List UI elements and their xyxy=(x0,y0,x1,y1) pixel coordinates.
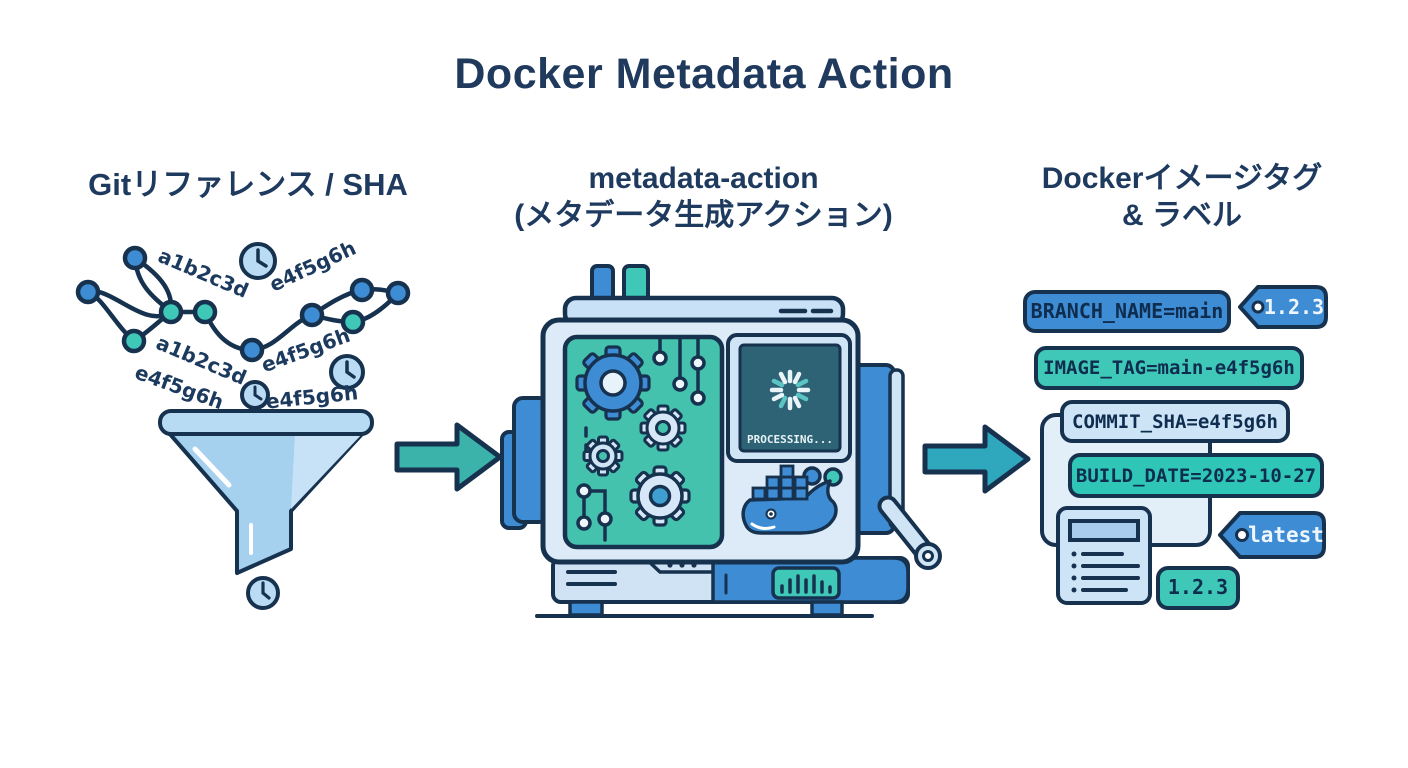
commit-node xyxy=(121,328,147,354)
gear-icon xyxy=(629,465,691,527)
clock-icon xyxy=(246,576,280,610)
commit-node xyxy=(385,280,411,306)
action-heading-line2: (メタデータ生成アクション) xyxy=(514,199,893,232)
latest-tag-text: latest xyxy=(1248,523,1324,547)
machine-foot xyxy=(568,600,604,617)
gear-icon xyxy=(582,435,624,477)
spinner-icon xyxy=(769,369,811,411)
funnel-icon xyxy=(158,409,374,575)
commit-node xyxy=(122,245,148,271)
output-tags-illustration: BRANCH_NAME=main 1.2.3 IMAGE_TAG=main-e4… xyxy=(1023,285,1328,610)
screen-status-text: PROCESSING... xyxy=(747,433,833,446)
gear-icon xyxy=(639,404,687,452)
output-heading-line2: & ラベル xyxy=(1122,199,1242,232)
image-tag-text: IMAGE_TAG=main-e4f5g6h xyxy=(1043,357,1295,379)
commit-node xyxy=(239,337,265,363)
commit-node xyxy=(158,299,184,325)
clock-icon xyxy=(329,354,365,390)
equalizer-display xyxy=(771,566,841,600)
tag-icon: latest xyxy=(1218,511,1326,559)
page-title: Docker Metadata Action xyxy=(454,50,954,98)
action-heading-line1: metadata-action xyxy=(588,162,819,195)
tag-icon: 1.2.3 xyxy=(1238,285,1328,329)
metadata-machine-illustration: PROCESSING... xyxy=(500,264,942,618)
arrow-right-icon xyxy=(922,424,1031,494)
output-column-heading: Dockerイメージタグ & ラベル xyxy=(982,160,1382,234)
branch-name-pill: BRANCH_NAME=main xyxy=(1023,290,1231,333)
action-column-heading: metadata-action (メタデータ生成アクション) xyxy=(476,160,931,234)
lever-arm xyxy=(877,495,942,570)
processing-screen: PROCESSING... xyxy=(726,333,852,463)
docker-whale-icon xyxy=(741,464,838,535)
version-tag-text: 1.2.3 xyxy=(1264,295,1324,319)
commit-sha-pill: COMMIT_SHA=e4f5g6h xyxy=(1060,400,1290,443)
commit-node xyxy=(75,279,101,305)
git-graph-illustration: a1b2c3d e4f5g6h a1b2c3d e4f5g6h e4f5g6h … xyxy=(75,236,411,610)
image-tag-pill: IMAGE_TAG=main-e4f5g6h xyxy=(1034,346,1304,390)
build-date-text: BUILD_DATE=2023-10-27 xyxy=(1076,465,1316,487)
hash-label: e4f5g6h xyxy=(265,380,360,414)
clock-icon xyxy=(239,242,277,280)
commit-node xyxy=(349,277,375,303)
git-column-heading: Gitリファレンス / SHA xyxy=(88,167,408,202)
build-date-pill: BUILD_DATE=2023-10-27 xyxy=(1068,453,1324,498)
version-box: 1.2.3 xyxy=(1156,566,1240,610)
clock-icons xyxy=(239,242,365,610)
commit-sha-text: COMMIT_SHA=e4f5g6h xyxy=(1072,411,1278,433)
output-heading-line1: Dockerイメージタグ xyxy=(1041,162,1323,195)
commit-node xyxy=(192,299,218,325)
arrow-right-icon xyxy=(394,422,503,492)
machine-base xyxy=(551,556,910,604)
version-box-text: 1.2.3 xyxy=(1168,575,1228,599)
commit-node xyxy=(299,302,325,328)
document-icon xyxy=(1056,506,1152,605)
branch-name-text: BRANCH_NAME=main xyxy=(1031,299,1224,323)
hash-label: e4f5g6h xyxy=(266,236,360,297)
gear-icon xyxy=(575,345,651,421)
machine-foot xyxy=(810,600,844,617)
clock-icon xyxy=(240,380,270,410)
git-commit-nodes xyxy=(75,245,411,363)
commit-node xyxy=(340,309,366,335)
